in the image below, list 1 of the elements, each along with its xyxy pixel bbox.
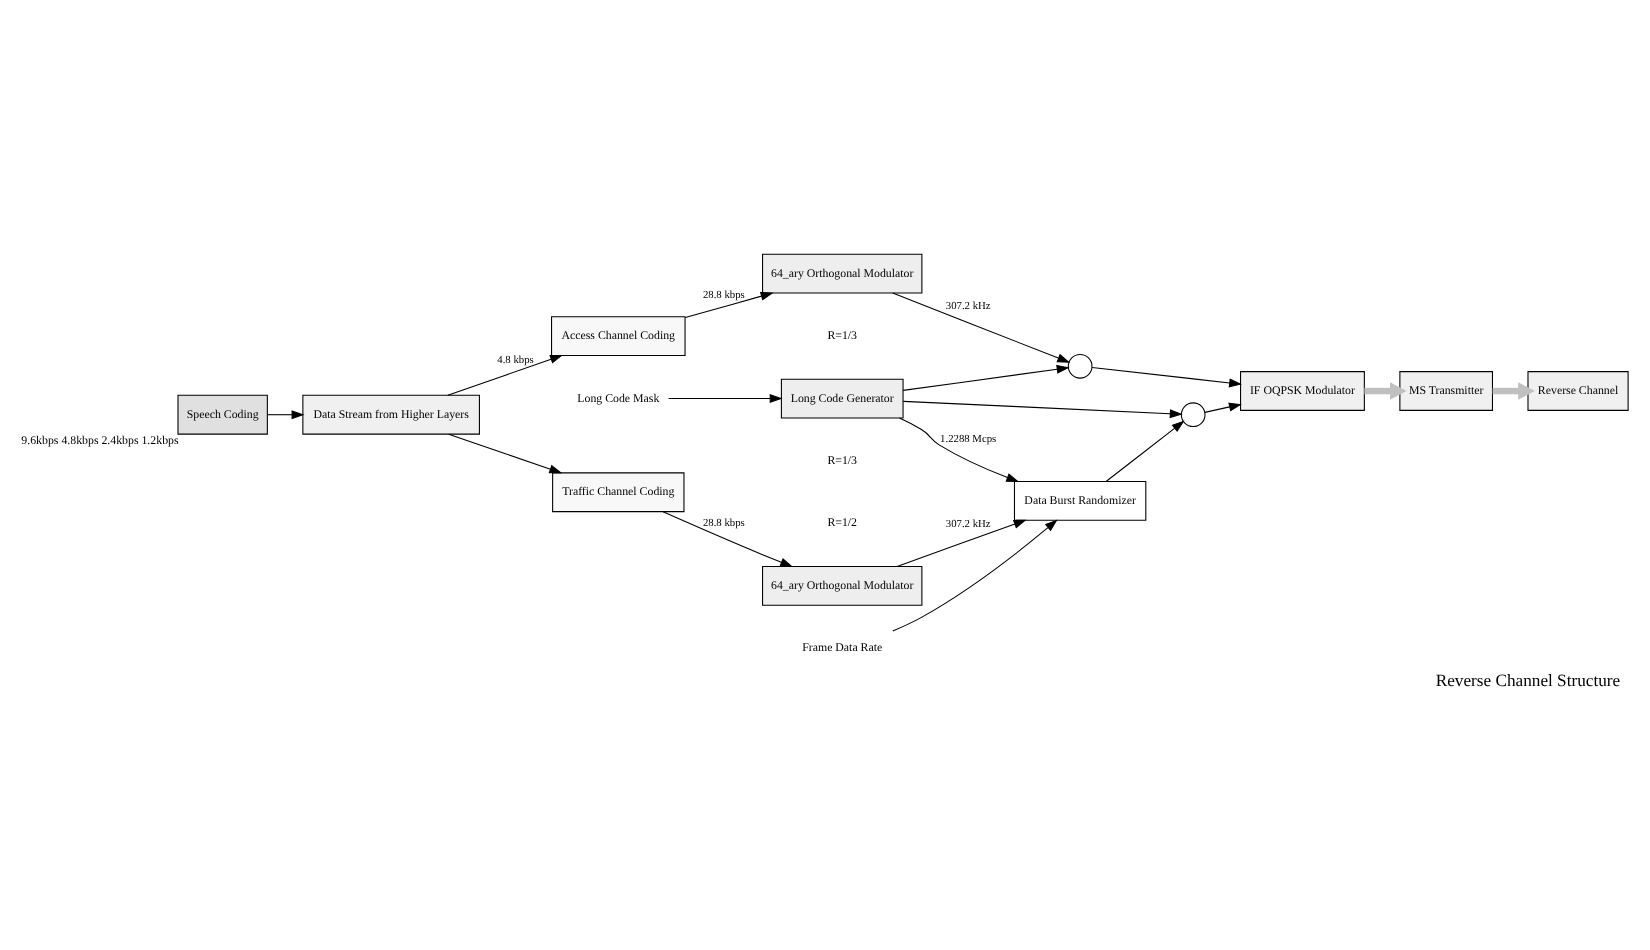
diagram-title: Reverse Channel Structure	[1435, 669, 1621, 690]
